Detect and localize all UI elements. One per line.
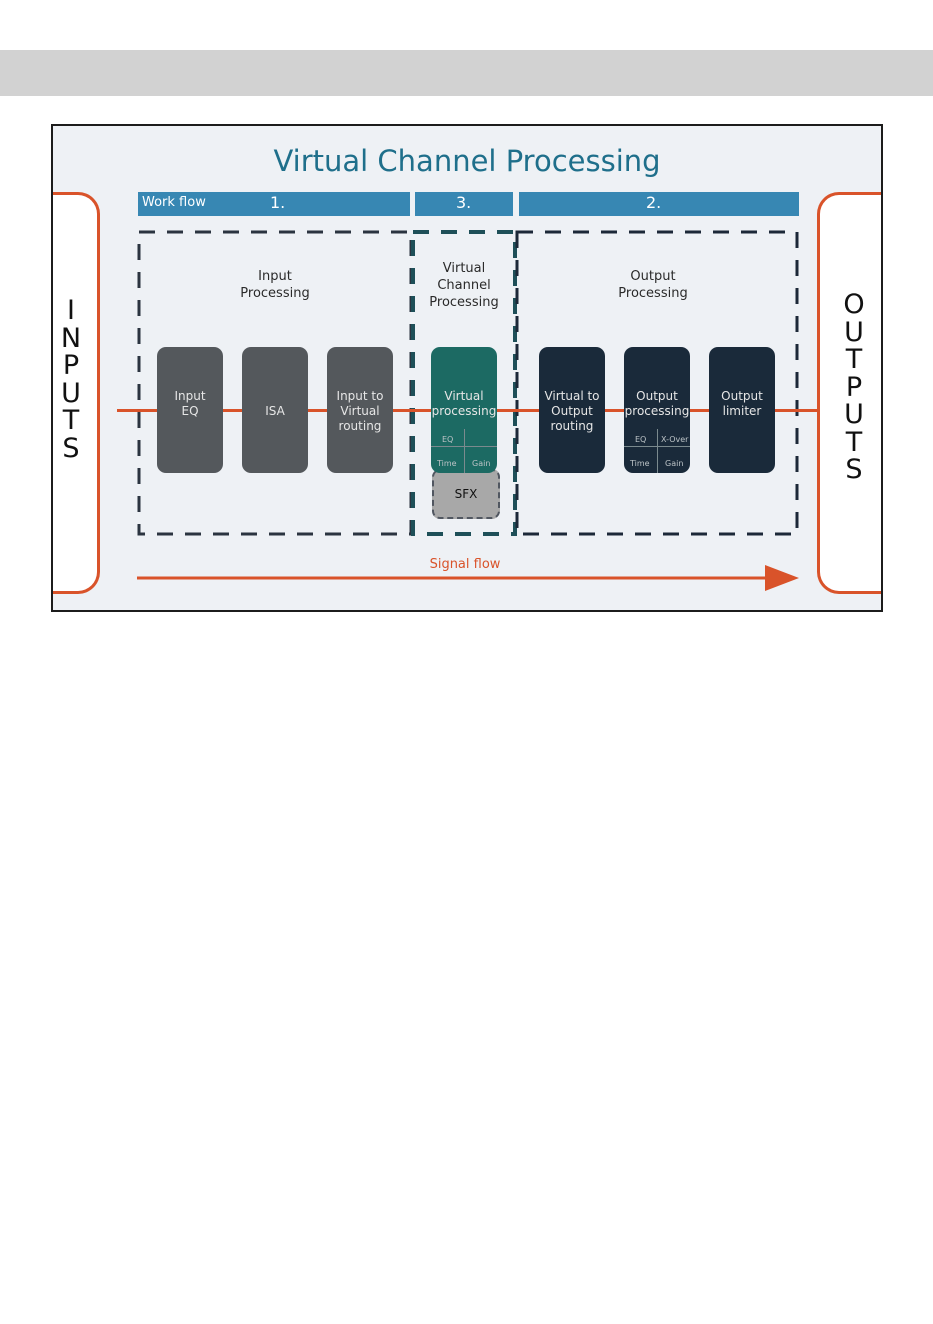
sub-label-time: Time (630, 456, 650, 471)
block-label: Virtual (327, 404, 393, 419)
block-label: Input (157, 389, 223, 404)
block-label: Virtual (431, 389, 497, 404)
virtual-zone-label-line: Channel (415, 277, 513, 294)
block-label: Output (624, 389, 690, 404)
virtual-zone-label: Virtual Channel Processing (415, 260, 513, 311)
input-eq-block: Input EQ (157, 347, 223, 473)
output-zone-label-line: Output (593, 268, 713, 285)
output-zone-label: Output Processing (593, 268, 713, 302)
input-zone-label-line: Processing (215, 285, 335, 302)
output-processing-block: Output processing EQ X-Over Time Gain (624, 347, 690, 473)
sub-grid-line (464, 429, 465, 473)
virtual-zone-label-line: Virtual (415, 260, 513, 277)
isa-block: ISA (242, 347, 308, 473)
input-to-virtual-routing-block: Input to Virtual routing (327, 347, 393, 473)
block-label: limiter (709, 404, 775, 419)
block-label: EQ (157, 404, 223, 419)
sub-label-eq: EQ (442, 432, 453, 447)
output-limiter-block: Output limiter (709, 347, 775, 473)
output-zone-label-line: Processing (593, 285, 713, 302)
block-label: ISA (242, 404, 308, 419)
input-zone-label-line: Input (215, 268, 335, 285)
virtual-to-output-routing-block: Virtual to Output routing (539, 347, 605, 473)
sub-label-xover: X-Over (661, 432, 688, 447)
input-zone-label: Input Processing (215, 268, 335, 302)
virtual-processing-block: Virtual processing EQ Time Gain (431, 347, 497, 473)
sub-label-time: Time (437, 456, 457, 471)
block-label: processing (624, 404, 690, 419)
sub-label-gain: Gain (665, 456, 683, 471)
virtual-zone-label-line: Processing (415, 294, 513, 311)
sub-grid-line (657, 429, 658, 473)
sub-label-gain: Gain (472, 456, 490, 471)
block-label: Output (539, 404, 605, 419)
sub-label-eq: EQ (635, 432, 646, 447)
diagram-frame: Virtual Channel Processing I N P U T S O… (51, 124, 883, 612)
sfx-block: SFX (432, 469, 500, 519)
block-label: routing (327, 419, 393, 434)
block-label: routing (539, 419, 605, 434)
block-label: processing (431, 404, 497, 419)
block-label: Output (709, 389, 775, 404)
header-band (0, 50, 933, 96)
block-label: Input to (327, 389, 393, 404)
signal-flow-arrow (137, 562, 801, 594)
block-label: Virtual to (539, 389, 605, 404)
